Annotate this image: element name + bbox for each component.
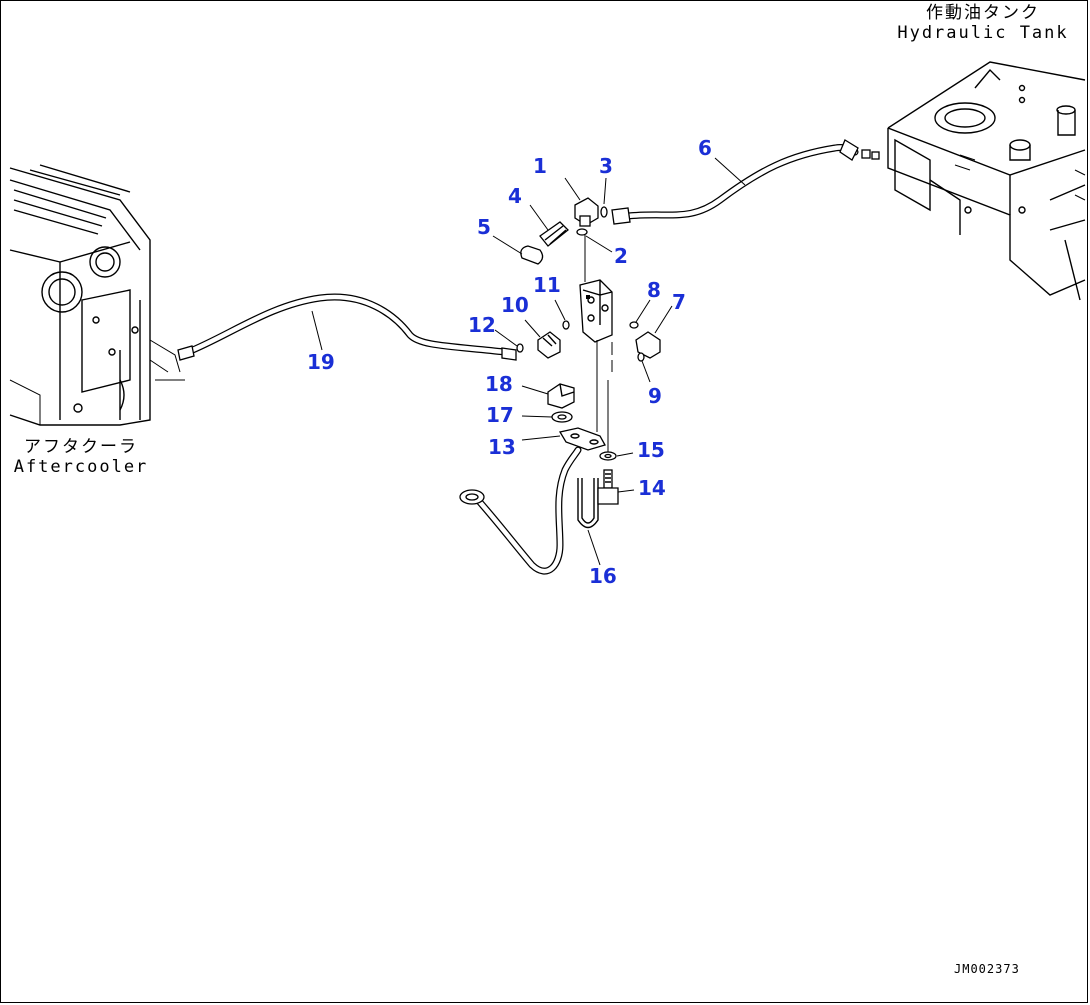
callout-6: 6 — [698, 136, 712, 160]
hydraulic-tank-drawing — [887, 61, 1086, 301]
u-bolt — [577, 478, 601, 566]
callout-16: 16 — [589, 564, 617, 588]
callout-5: 5 — [477, 215, 491, 239]
part-7-elbow — [635, 305, 673, 359]
callout-9: 9 — [648, 384, 662, 408]
part-12-oring — [494, 329, 524, 353]
part-9-oring — [637, 352, 651, 383]
callout-18: 18 — [485, 372, 513, 396]
part-10-connector — [524, 319, 561, 359]
part-18-nut — [521, 383, 575, 409]
callout-7: 7 — [672, 290, 686, 314]
callout-1: 1 — [533, 154, 547, 178]
part-11-oring — [554, 299, 570, 330]
aftercooler-label-en: Aftercooler — [13, 456, 149, 477]
part-15-washer — [599, 451, 634, 461]
part-5-cap — [492, 235, 544, 265]
callout-3: 3 — [599, 154, 613, 178]
part-1-elbow — [564, 177, 599, 227]
hose-19 — [177, 293, 517, 361]
part-17-washer — [521, 411, 573, 423]
part-2-oring — [576, 228, 613, 253]
part-14-bolt — [597, 469, 635, 505]
callout-14: 14 — [638, 476, 666, 500]
aftercooler-label-jp: アフタクーラ — [24, 437, 138, 457]
aftercooler-label: アフタクーラ Aftercooler — [8, 437, 154, 477]
callout-11: 11 — [533, 273, 561, 297]
callout-19: 19 — [307, 350, 335, 374]
callout-8: 8 — [647, 278, 661, 302]
part-13-bracket — [521, 427, 606, 451]
part-8-oring — [629, 299, 651, 329]
part-4-connector — [529, 204, 569, 247]
hydraulic-tank-label-jp: 作動油タンク — [926, 3, 1040, 23]
callout-12: 12 — [468, 313, 496, 337]
hose-6 — [611, 139, 880, 225]
hose-16 — [459, 446, 582, 575]
callout-13: 13 — [488, 435, 516, 459]
hydraulic-tank-label-en: Hydraulic Tank — [897, 22, 1069, 43]
callout-17: 17 — [486, 403, 514, 427]
callout-10: 10 — [501, 293, 529, 317]
aftercooler-drawing — [9, 164, 185, 426]
hydraulic-tank-label: 作動油タンク Hydraulic Tank — [890, 3, 1076, 43]
valve-block — [579, 279, 613, 343]
drawing-number: JM002373 — [954, 962, 1020, 976]
part-3-oring — [600, 177, 608, 218]
callout-15: 15 — [637, 438, 665, 462]
callout-4: 4 — [508, 184, 522, 208]
callout-2: 2 — [614, 244, 628, 268]
